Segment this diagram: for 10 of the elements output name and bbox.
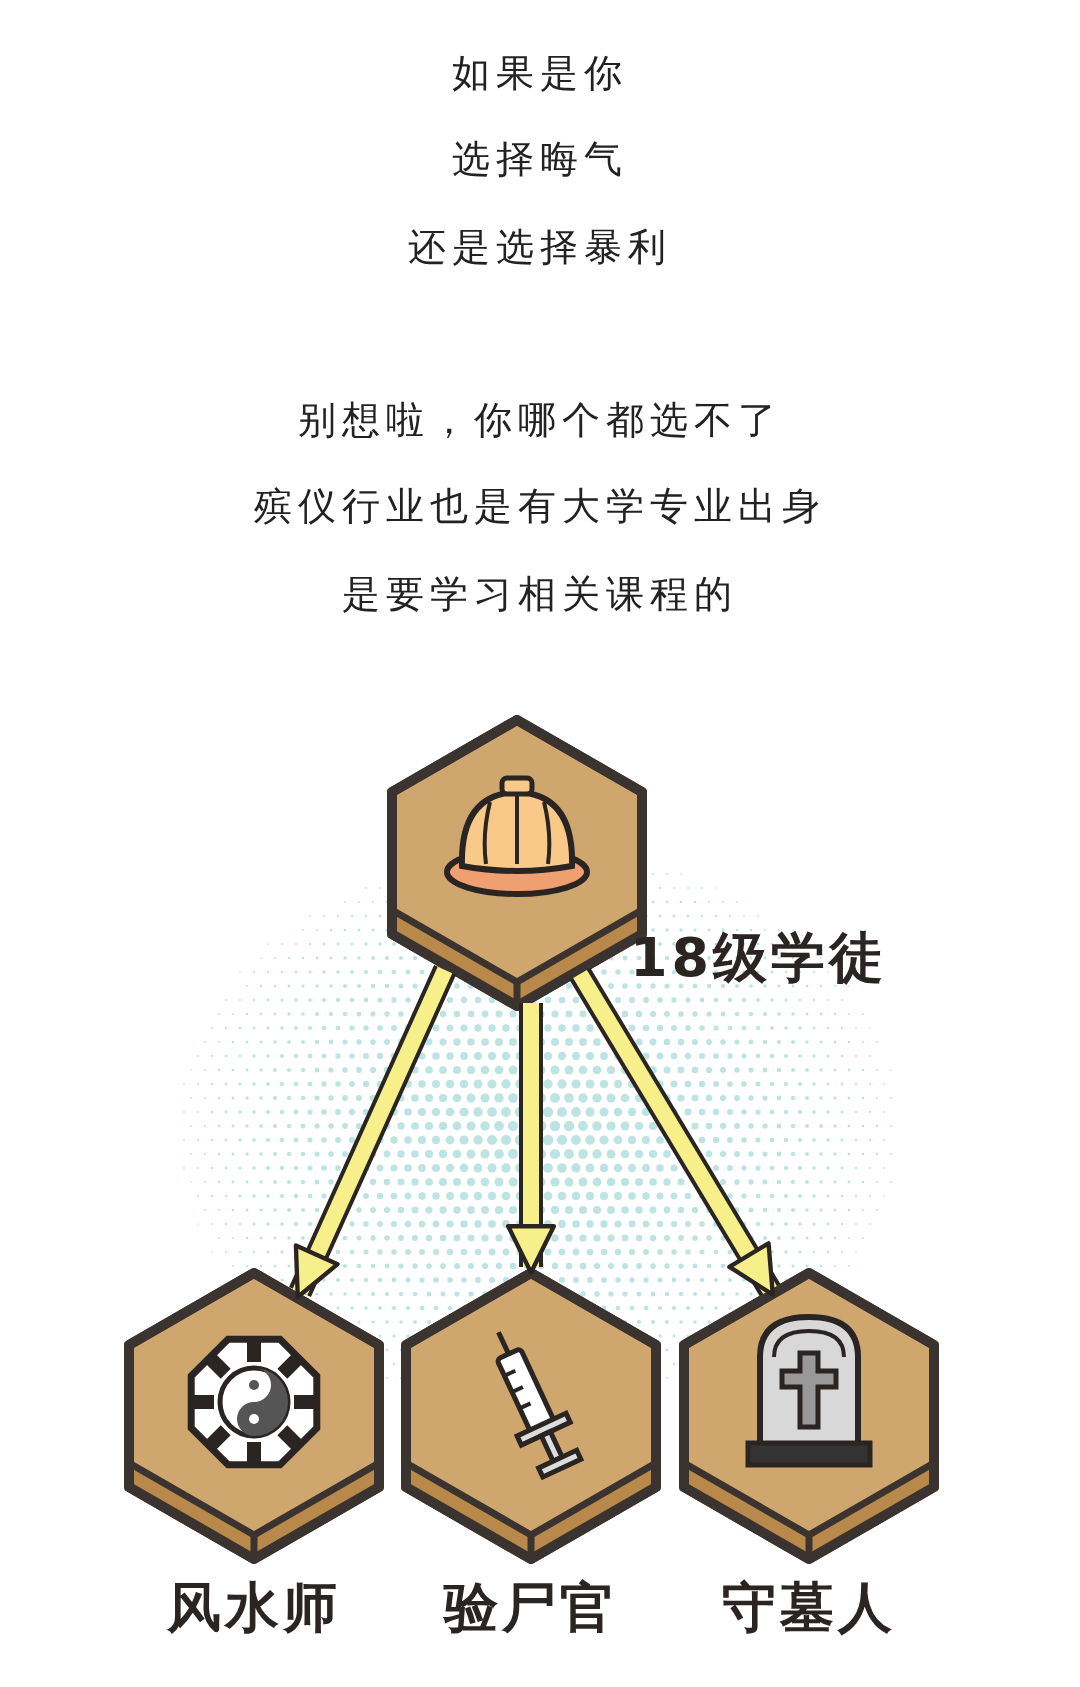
badge-label: 验尸官 — [442, 1576, 619, 1640]
text-line: 是要学习相关课程的 — [341, 571, 739, 618]
badge-label: 守墓人 — [721, 1576, 897, 1640]
text-line: 别想啦，你哪个都选不了 — [297, 397, 783, 444]
text-line: 如果是你 — [451, 50, 629, 97]
badge-label: 18级学徒 — [630, 926, 888, 990]
text-line: 还是选择暴利 — [407, 224, 673, 271]
text-line: 选择晦气 — [451, 136, 629, 183]
text-line: 殡仪行业也是有大学专业出身 — [253, 483, 827, 530]
badge-label: 风水师 — [166, 1576, 342, 1640]
